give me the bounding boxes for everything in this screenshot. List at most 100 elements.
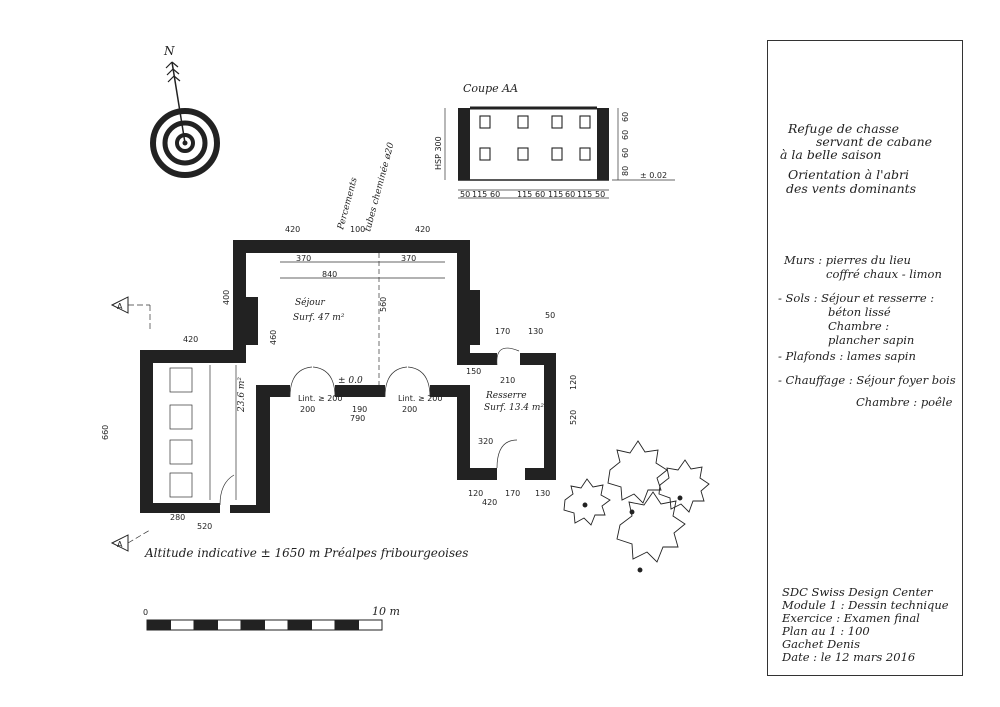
floors-line-2: béton lissé [828,305,891,319]
section-dim-4: 60 [535,190,545,199]
scale-end: 10 m [372,605,400,618]
dim-right-170: 170 [495,327,510,336]
heating-line-1: - Chauffage : Séjour foyer bois [778,373,956,387]
scale-segment [240,619,265,631]
dim-bottom-w2: 190 [352,405,367,414]
dim-bottom-total: 790 [350,414,365,423]
title-line-2: servant de cabane [816,134,933,149]
section-dim-2: 60 [490,190,500,199]
heating-line-2: Chambre : poêle [856,395,953,409]
section-dim-0: 50 [460,190,470,199]
section-marker-top: A [110,296,151,330]
dim-right-520: 520 [569,410,578,425]
dim-right-120: 120 [569,375,578,390]
resserre-area: Surf. 13.4 m² [484,403,544,413]
orientation-line-1: Orientation à l'abri [788,167,910,182]
title-line-1: Refuge de chasse [788,121,899,136]
north-arrow-icon: N [150,44,220,178]
dim-right-130: 130 [528,327,543,336]
dim-total-height: 660 [101,425,110,440]
section-title: Coupe AA [463,82,518,95]
dim-top-mid: 100 [350,225,365,234]
dim-top-right: 420 [415,225,430,234]
footer-line-6: Date : le 12 mars 2016 [782,650,916,664]
floors-line-1: - Sols : Séjour et resserre : [778,291,935,305]
dim-bottom-w3: 200 [402,405,417,414]
scale-segment [358,619,383,631]
dim-top-left: 420 [285,225,300,234]
footer-line-5: Gachet Denis [782,637,860,651]
scale-segment [146,619,171,631]
dim-bottom-right-1: 120 [468,489,483,498]
title-line-3: à la belle saison [780,147,882,162]
floor-plan: 420 100 420 370 370 840 420 200 190 200 790 280 520 1… [101,141,578,552]
scale-start: 0 [143,608,148,617]
dim-bottom-right-total: 420 [482,498,497,507]
scale-segment [217,619,242,631]
section-level: ± 0.02 [640,171,667,180]
level-zero: ± 0.0 [338,376,363,386]
walls-line-1: Murs : pierres du lieu [784,253,911,267]
scale-bar: 0 10 m [143,605,400,631]
dim-right-320: 320 [478,437,493,446]
dim-bottom-right-3: 130 [535,489,550,498]
scale-segment [334,619,359,631]
section-dim-1: 115 [472,190,487,199]
footer-line-3: Exercice : Examen final [782,611,920,625]
resserre-label: Resserre [485,391,527,401]
trees-illustration [563,440,710,573]
dim-right-210: 210 [500,376,515,385]
chambre-area: 23.6 m² [237,377,247,413]
dim-inner-left: 370 [296,254,311,263]
pipe-label-2: tubes cheminée ø20 [362,141,396,233]
dim-left-wing-height: 400 [222,290,231,305]
floors-line-4: plancher sapin [828,333,915,347]
svg-text:A: A [117,302,123,311]
svg-text:A: A [117,540,123,549]
dim-bottom-left-2: 520 [197,522,212,531]
dim-inner-total: 840 [322,270,337,279]
dim-bottom-left-1: 280 [170,513,185,522]
dim-bottom-right-2: 170 [505,489,520,498]
section-dim-3: 115 [517,190,532,199]
walls-line-2: coffré chaux - limon [826,267,942,281]
sejour-label: Séjour [295,297,325,308]
ceilings-line: - Plafonds : lames sapin [778,349,916,363]
dim-lintel-1: Lint. ≥ 200 [298,394,343,403]
dim-right-50: 50 [545,311,555,320]
dim-left-wing-width: 420 [183,335,198,344]
dim-right-150: 150 [466,367,481,376]
section-dim-7: 115 [577,190,592,199]
section-right-dim-3: 60 [621,112,630,122]
dim-lintel-2: Lint. ≥ 200 [398,394,443,403]
section-right-dim-0: 80 [621,166,630,176]
scale-segment [193,619,218,631]
dim-inner-height: 560 [379,297,388,312]
pipe-label-1: Percements [336,176,360,232]
north-label: N [163,44,175,58]
dim-inner-right: 370 [401,254,416,263]
footer-line-2: Module 1 : Dessin technique [782,598,949,612]
scale-segment [170,619,195,631]
dim-door-height: 460 [269,330,278,345]
dim-bottom-w1: 200 [300,405,315,414]
scale-segment [311,619,336,631]
orientation-line-2: des vents dominants [786,181,917,196]
footer-line-4: Plan au 1 : 100 [782,624,870,638]
scale-segment [264,619,289,631]
scale-segment [287,619,312,631]
sejour-area: Surf. 47 m² [293,313,345,323]
section-right-dim-2: 60 [621,130,630,140]
title-block: Refuge de chasse servant de cabane à la … [767,40,963,676]
section-dim-5: 115 [548,190,563,199]
section-right-dim-1: 60 [621,148,630,158]
floors-line-3: Chambre : [828,319,890,333]
section-marker-bottom: A [110,529,151,552]
section-dim-8: 50 [595,190,605,199]
footer-line-1: SDC Swiss Design Center [782,585,933,599]
section-height: HSP 300 [434,136,443,170]
section-dim-6: 60 [565,190,575,199]
altitude-text: Altitude indicative ± 1650 m Préalpes fr… [144,546,468,560]
